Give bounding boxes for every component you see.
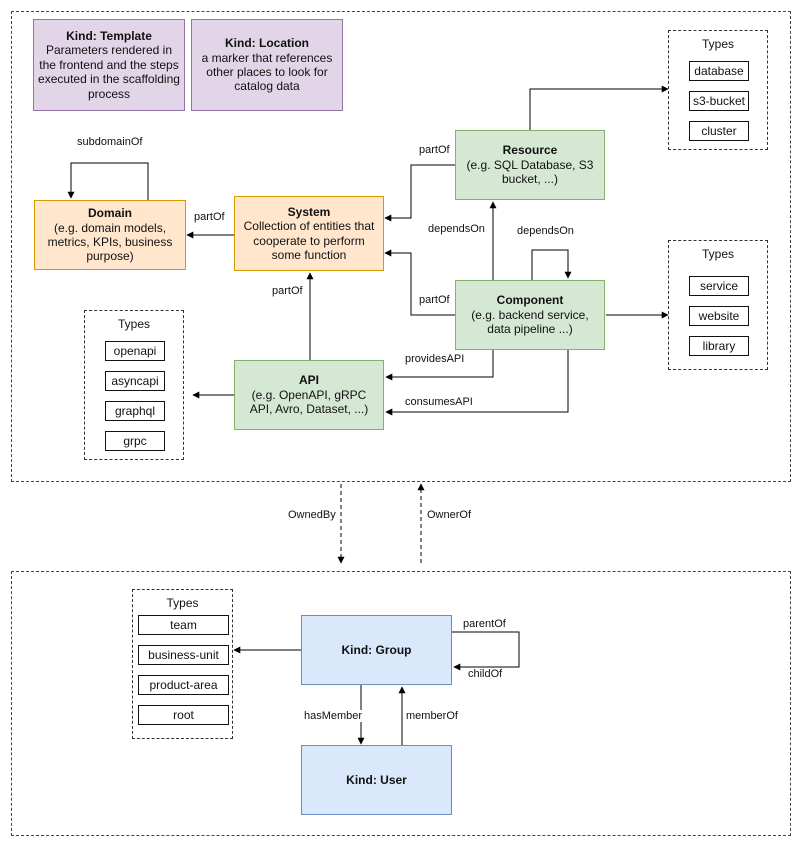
kind-template-title: Kind: Template bbox=[66, 29, 152, 44]
api-desc: (e.g. OpenAPI, gRPC API, Avro, Dataset, … bbox=[249, 387, 369, 417]
kind-location-node[interactable]: Kind: Location a marker that references … bbox=[191, 19, 343, 111]
kind-template-node[interactable]: Kind: Template Parameters rendered in th… bbox=[33, 19, 185, 111]
type-chip[interactable]: team bbox=[138, 615, 229, 635]
label-memberof: memberOf bbox=[405, 710, 459, 723]
component-types-title: Types bbox=[701, 247, 734, 261]
component-types-box: Types service website library bbox=[668, 240, 768, 370]
type-chip[interactable]: business-unit bbox=[138, 645, 229, 665]
resource-desc: (e.g. SQL Database, S3 bucket, ...) bbox=[466, 157, 594, 187]
resource-node[interactable]: Resource (e.g. SQL Database, S3 bucket, … bbox=[455, 130, 605, 200]
edge-providesapi bbox=[385, 350, 494, 381]
component-desc: (e.g. backend service, data pipeline ...… bbox=[471, 307, 589, 337]
type-chip[interactable]: s3-bucket bbox=[689, 91, 749, 111]
type-chip[interactable]: openapi bbox=[105, 341, 165, 361]
type-chip[interactable]: asyncapi bbox=[105, 371, 165, 391]
type-chip[interactable]: grpc bbox=[105, 431, 165, 451]
system-desc: Collection of entities that cooperate to… bbox=[243, 219, 375, 262]
kind-template-desc: Parameters rendered in the frontend and … bbox=[38, 43, 180, 101]
label-consumesapi: consumesAPI bbox=[404, 396, 474, 409]
type-chip[interactable]: root bbox=[138, 705, 229, 725]
label-component-partof: partOf bbox=[418, 294, 451, 307]
kind-location-title: Kind: Location bbox=[225, 36, 309, 51]
api-node[interactable]: API (e.g. OpenAPI, gRPC API, Avro, Datas… bbox=[234, 360, 384, 430]
label-api-partof: partOf bbox=[271, 285, 304, 298]
kind-user-node[interactable]: Kind: User bbox=[301, 745, 452, 815]
kind-group-title: Kind: Group bbox=[341, 642, 412, 657]
edge-dependson-self bbox=[531, 249, 572, 280]
label-dependson-resource: dependsOn bbox=[427, 223, 486, 236]
api-types-title: Types bbox=[117, 317, 150, 331]
type-chip[interactable]: database bbox=[689, 61, 749, 81]
label-resource-partof: partOf bbox=[418, 144, 451, 157]
kind-user-title: Kind: User bbox=[346, 772, 407, 787]
label-providesapi: providesAPI bbox=[404, 353, 466, 366]
type-chip[interactable]: service bbox=[689, 276, 749, 296]
edge-consumesapi bbox=[385, 350, 569, 416]
group-types-box: Types team business-unit product-area ro… bbox=[132, 589, 233, 739]
label-subdomainof: subdomainOf bbox=[76, 136, 144, 149]
api-types-box: Types openapi asyncapi graphql grpc bbox=[84, 310, 184, 460]
kind-group-node[interactable]: Kind: Group bbox=[301, 615, 452, 685]
system-node[interactable]: System Collection of entities that coope… bbox=[234, 196, 384, 271]
type-chip[interactable]: website bbox=[689, 306, 749, 326]
label-parentof: parentOf bbox=[462, 618, 507, 631]
domain-desc: (e.g. domain models, metrics, KPIs, busi… bbox=[47, 220, 173, 264]
kind-location-desc: a marker that references other places to… bbox=[201, 50, 333, 94]
catalog-frame bbox=[11, 11, 791, 482]
component-title: Component bbox=[496, 293, 564, 308]
resource-types-title: Types bbox=[701, 37, 734, 51]
resource-title: Resource bbox=[502, 143, 558, 158]
component-node[interactable]: Component (e.g. backend service, data pi… bbox=[455, 280, 605, 350]
edge-resource-to-system bbox=[384, 164, 455, 222]
label-dependson-self: dependsOn bbox=[516, 225, 575, 238]
system-title: System bbox=[287, 204, 331, 219]
api-title: API bbox=[298, 373, 319, 388]
type-chip[interactable]: cluster bbox=[689, 121, 749, 141]
label-ownedby: OwnedBy bbox=[287, 509, 337, 522]
type-chip[interactable]: graphql bbox=[105, 401, 165, 421]
edge-resource-to-types bbox=[529, 85, 669, 130]
group-types-title: Types bbox=[166, 596, 199, 610]
label-childof: childOf bbox=[467, 668, 504, 681]
edge-parentof bbox=[452, 631, 520, 671]
resource-types-box: Types database s3-bucket cluster bbox=[668, 30, 768, 150]
edge-subdomainof bbox=[67, 162, 149, 200]
edge-component-to-system bbox=[384, 249, 455, 316]
type-chip[interactable]: product-area bbox=[138, 675, 229, 695]
domain-title: Domain bbox=[87, 206, 132, 221]
label-domain-partof: partOf bbox=[193, 211, 226, 224]
label-hasmember: hasMember bbox=[303, 710, 364, 723]
label-ownerof: OwnerOf bbox=[426, 509, 473, 522]
org-frame bbox=[11, 571, 791, 836]
type-chip[interactable]: library bbox=[689, 336, 749, 356]
domain-node[interactable]: Domain (e.g. domain models, metrics, KPI… bbox=[34, 200, 186, 270]
